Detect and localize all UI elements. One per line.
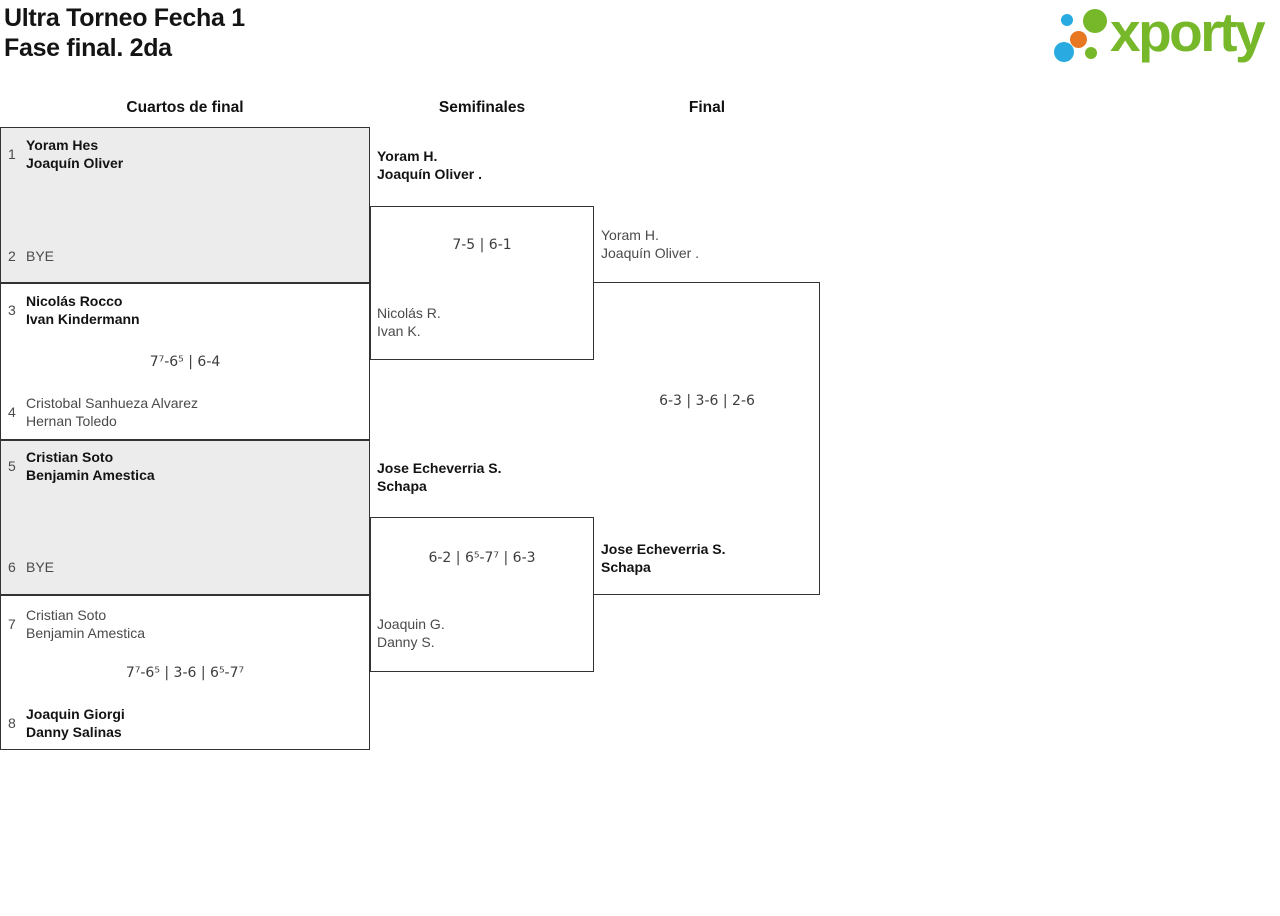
player-name: Benjamin Amestica: [26, 467, 155, 483]
final-match-score: 6-3 | 3-6 | 2-6: [659, 393, 755, 409]
player-name: Cristian Soto: [26, 449, 114, 465]
seed-number: 2: [8, 248, 16, 264]
page-title: Ultra Torneo Fecha 1 Fase final. 2da: [4, 3, 245, 63]
player-name: Joaquín Oliver: [26, 155, 124, 171]
sf1-team1-label: Yoram H. Joaquín Oliver .: [377, 147, 482, 183]
sf1-match-box: [370, 206, 594, 360]
seed-number: 4: [8, 404, 16, 420]
bye-label: BYE: [26, 559, 55, 575]
sf2-team2-label: Joaquin G. Danny S.: [377, 615, 445, 651]
sf2-match-score: 6-2 | 6⁵-7⁷ | 6-3: [428, 550, 536, 566]
player-name: Yoram H.: [601, 227, 659, 243]
seed-number: 7: [8, 616, 16, 632]
phase-name: Fase final. 2da: [4, 34, 172, 62]
sf2-match-box: [370, 517, 594, 672]
qf3-match-box: [0, 440, 370, 595]
qf4-team1-row: 7 Cristian Soto Benjamin Amestica: [8, 606, 362, 642]
player-name: Schapa: [377, 478, 427, 494]
player-name: Nicolás R.: [377, 305, 441, 321]
xporty-logo: xporty: [0, 0, 1280, 70]
seed-number: 3: [8, 302, 16, 318]
logo-dot-blue-small-icon: [1061, 14, 1073, 26]
sf1-match-score: 7-5 | 6-1: [452, 237, 512, 253]
player-name: Ivan Kindermann: [26, 311, 140, 327]
player-name: Joaquín Oliver .: [377, 166, 483, 182]
player-name: Yoram H.: [377, 148, 438, 164]
player-name: Joaquin Giorgi: [26, 706, 125, 722]
player-name: Jose Echeverria S.: [601, 541, 726, 557]
qf2-match-score: 7⁷-6⁵ | 6-4: [149, 354, 221, 370]
qf4-match-score: 7⁷-6⁵ | 3-6 | 6⁵-7⁷: [125, 665, 245, 681]
logo-wordmark: xporty: [1110, 1, 1266, 63]
player-name: Schapa: [601, 559, 651, 575]
final-team2-label: Jose Echeverria S. Schapa: [601, 540, 726, 576]
qf2-team1-row: 3 Nicolás Rocco Ivan Kindermann: [8, 292, 362, 328]
qf2-team2-row: 4 Cristobal Sanhueza Alvarez Hernan Tole…: [8, 394, 362, 430]
logo-dot-blue-large-icon: [1054, 42, 1074, 62]
logo-dot-orange-icon: [1070, 31, 1087, 48]
player-name: Danny S.: [377, 634, 435, 650]
player-name: Yoram Hes: [26, 137, 99, 153]
player-name: Nicolás Rocco: [26, 293, 123, 309]
qf3-team2-row: 6 BYE: [8, 558, 362, 576]
tournament-name: Ultra Torneo Fecha 1: [4, 4, 245, 32]
qf2-match-box: [0, 283, 370, 440]
player-name: Hernan Toledo: [26, 413, 117, 429]
qf1-team2-row: 2 BYE: [8, 247, 362, 265]
player-name: Jose Echeverria S.: [377, 460, 502, 476]
sf2-team1-label: Jose Echeverria S. Schapa: [377, 459, 502, 495]
logo-dot-green-large-icon: [1083, 9, 1107, 33]
qf1-team1-row: 1 Yoram Hes Joaquín Oliver: [8, 136, 362, 172]
seed-number: 5: [8, 458, 16, 474]
player-name: Joaquin G.: [377, 616, 445, 632]
player-name: Danny Salinas: [26, 724, 122, 740]
seed-number: 8: [8, 715, 16, 731]
seed-number: 6: [8, 559, 16, 575]
sf1-team2-label: Nicolás R. Ivan K.: [377, 304, 441, 340]
qf4-match-box: [0, 595, 370, 750]
seed-number: 1: [8, 146, 16, 162]
player-name: Ivan K.: [377, 323, 421, 339]
round-header-semifinals: Semifinales: [438, 99, 526, 116]
qf3-team1-row: 5 Cristian Soto Benjamin Amestica: [8, 448, 362, 484]
logo-dot-green-small-icon: [1085, 47, 1097, 59]
final-match-box: [594, 282, 820, 595]
round-header-quarterfinals: Cuartos de final: [126, 99, 244, 116]
player-name: Cristobal Sanhueza Alvarez: [26, 395, 198, 411]
final-team1-label: Yoram H. Joaquín Oliver .: [601, 226, 699, 262]
bye-label: BYE: [26, 248, 55, 264]
player-name: Joaquín Oliver .: [601, 245, 700, 261]
qf4-team2-row: 8 Joaquin Giorgi Danny Salinas: [8, 705, 362, 741]
player-name: Cristian Soto: [26, 607, 107, 623]
round-header-final: Final: [688, 99, 726, 116]
qf1-match-box: [0, 127, 370, 283]
player-name: Benjamin Amestica: [26, 625, 146, 641]
